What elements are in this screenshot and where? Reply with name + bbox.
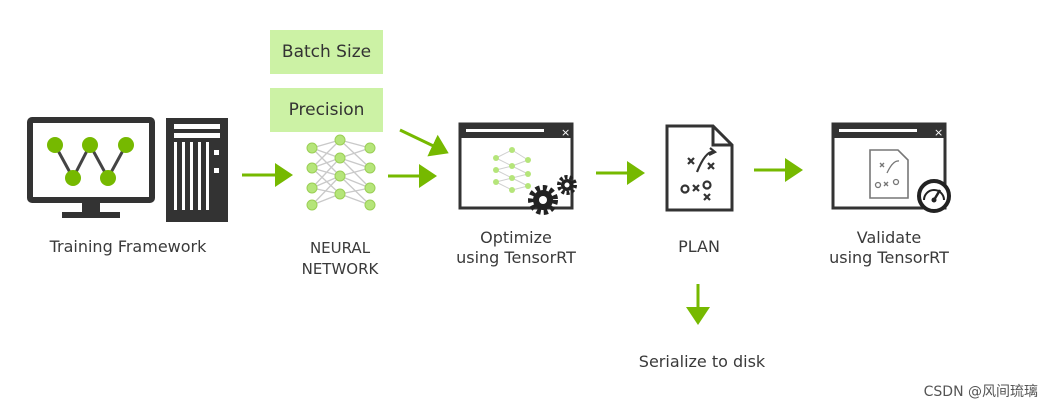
validate-label-line2: using TensorRT xyxy=(829,248,949,267)
speedometer-icon xyxy=(917,179,951,213)
plan-document-icon xyxy=(665,124,734,212)
batch-size-box: Batch Size xyxy=(270,30,383,74)
optimize-label-line1: Optimize xyxy=(480,228,552,247)
optimize-label-line2: using TensorRT xyxy=(456,248,576,267)
training-framework-label: Training Framework xyxy=(49,237,207,256)
validate-label-line1: Validate xyxy=(856,228,922,247)
serialize-label: Serialize to disk xyxy=(638,352,766,371)
neural-network-icon xyxy=(306,134,376,211)
monitor-icon xyxy=(27,117,155,218)
watermark: CSDN @风间琉璃 xyxy=(923,384,1038,400)
optimize-window-icon: × xyxy=(458,122,574,210)
neural-network-label-line1: NEURAL xyxy=(309,239,371,257)
svg-text:×: × xyxy=(934,126,943,139)
precision-box: Precision xyxy=(270,88,383,132)
gear-icon xyxy=(528,175,577,215)
neural-network-label-line2: NETWORK xyxy=(301,260,379,278)
server-icon xyxy=(166,118,228,222)
plan-label: PLAN xyxy=(678,237,720,256)
arrow-inputs-to-optimize xyxy=(399,128,449,157)
svg-text:×: × xyxy=(561,126,570,139)
